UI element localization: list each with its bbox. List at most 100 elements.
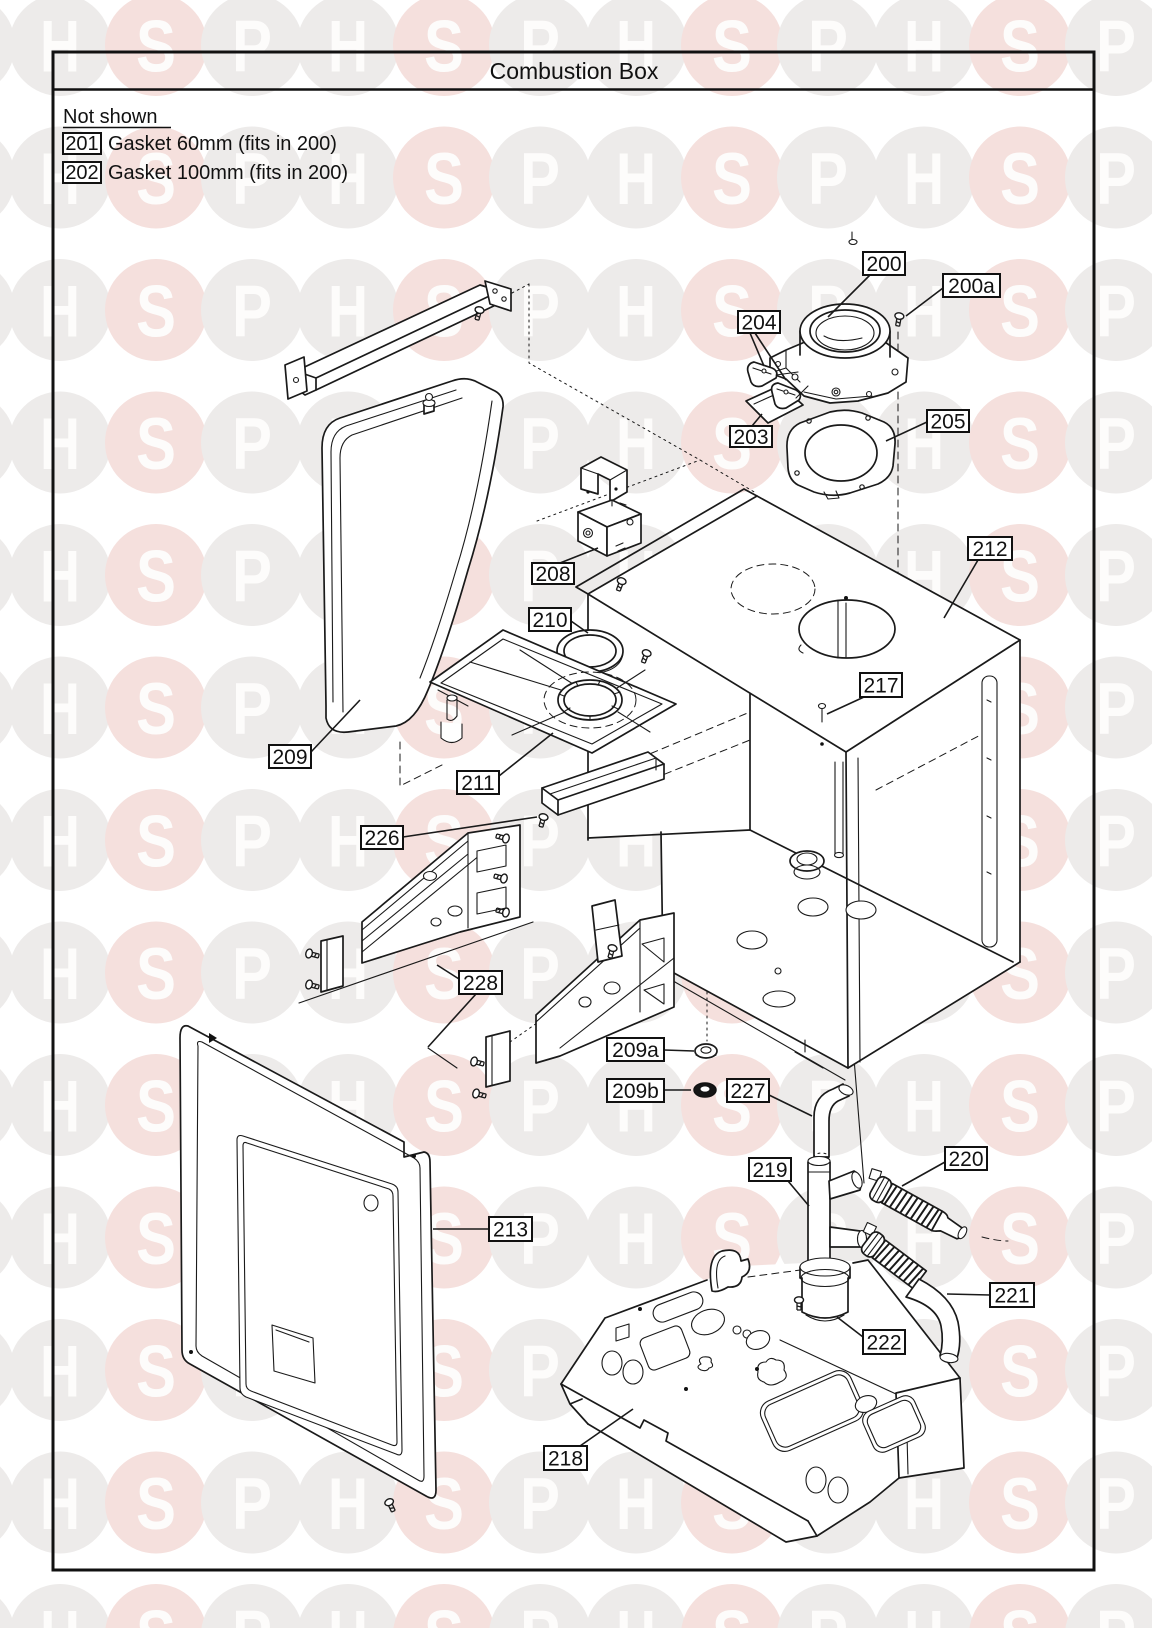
watermark-letter: S: [136, 801, 176, 882]
part-label-box: [726, 1078, 770, 1103]
not-shown-item-1: 201 Gasket 60mm (fits in 200): [62, 132, 337, 155]
part-label-227: 227: [726, 1078, 813, 1117]
watermark-circle: [9, 921, 111, 1024]
watermark-circle: [201, 259, 303, 361]
grommet-209a: [694, 1043, 718, 1059]
leader-line: [498, 732, 554, 777]
leader-line: [826, 696, 865, 715]
part-label-209: 209: [268, 699, 361, 769]
part-label-number: 228: [463, 972, 498, 995]
leader-line: [787, 1180, 810, 1207]
watermark-circle: [489, 126, 591, 229]
watermark-letter: H: [328, 139, 368, 220]
part-label-box: [926, 409, 970, 433]
watermark-letter: S: [1000, 1199, 1040, 1280]
watermark-circle: [201, 0, 303, 96]
part-label-200: 200: [827, 251, 906, 318]
watermark-letter: H: [40, 1331, 80, 1412]
watermark-letter: P: [1096, 934, 1136, 1015]
part-label-218: 218: [543, 1408, 634, 1471]
front-panel: [179, 1024, 437, 1514]
watermark-circle: [873, 1584, 975, 1628]
not-shown-item-id: 201: [65, 133, 98, 155]
watermark-circle: [969, 0, 1071, 96]
watermark-circle: [585, 126, 687, 229]
watermark-letter: S: [1000, 404, 1040, 485]
watermark-letter: H: [40, 1199, 80, 1280]
watermark-circle: [0, 406, 15, 479]
watermark-circle: [1065, 789, 1152, 891]
watermark-letter: S: [136, 404, 176, 485]
part-labels: 200200a204203205212208210217209211226228…: [268, 251, 1035, 1471]
watermark-letter: P: [232, 1464, 272, 1545]
part-label-number: 213: [493, 1219, 528, 1242]
watermark-circle: [393, 1584, 495, 1628]
watermark-letter: P: [808, 6, 848, 87]
watermark-circle: [0, 671, 15, 744]
watermark-circle: [681, 1584, 783, 1628]
part-label-box: [268, 744, 312, 769]
watermark-letter: P: [232, 1596, 272, 1628]
watermark-letter: P: [232, 669, 272, 750]
watermark-circle: [201, 921, 303, 1024]
hose-lower: [860, 1221, 961, 1364]
watermark-letter: P: [520, 1331, 560, 1412]
watermark-letter: H: [40, 801, 80, 882]
part-label-228: 228: [427, 964, 503, 1048]
watermark-circle: [873, 126, 975, 229]
watermark-letter: H: [904, 271, 944, 352]
watermark-circle: [1065, 524, 1152, 626]
watermark-letter: S: [1000, 271, 1040, 352]
sump-pot: [799, 1257, 851, 1322]
watermark-letter: S: [1000, 1464, 1040, 1545]
watermark-letter: P: [808, 139, 848, 220]
watermark-letter: S: [1000, 1596, 1040, 1628]
watermark-circle: [105, 259, 207, 361]
part-label-209a: 209a: [606, 1037, 695, 1062]
watermark-letter: S: [712, 139, 752, 220]
burner-plate: [429, 629, 677, 754]
not-shown-item-2: 202 Gasket 100mm (fits in 200): [62, 161, 348, 184]
part-label-number: 227: [730, 1080, 765, 1103]
watermark-letter: S: [1000, 139, 1040, 220]
watermark-letter: P: [808, 1596, 848, 1628]
leader-line: [749, 332, 765, 367]
watermark-letter: P: [520, 1464, 560, 1545]
watermark-circle: [201, 1584, 303, 1628]
part-label-220: 220: [901, 1146, 988, 1187]
watermark-circle: [105, 0, 207, 96]
watermark-circle: [1065, 1054, 1152, 1156]
page-frame: Combustion Box Not shown 201 Gasket 60mm…: [51, 50, 1096, 1572]
watermark-circle: [969, 391, 1071, 494]
watermark-letter: P: [1096, 669, 1136, 750]
watermark-letter: S: [136, 6, 176, 87]
grommet-209b: [693, 1082, 717, 1098]
part-label-box: [729, 425, 773, 448]
watermark-circle: [777, 126, 879, 229]
watermark-circle: [969, 1584, 1071, 1628]
leader-line: [836, 1316, 864, 1338]
hose-upper: [868, 1168, 1009, 1242]
watermark-letter: H: [616, 1199, 656, 1280]
watermark-letter: H: [328, 6, 368, 87]
watermark-letter: P: [520, 271, 560, 352]
part-label-box: [942, 273, 1001, 298]
part-label-212: 212: [943, 536, 1013, 619]
watermark-letter: H: [40, 1464, 80, 1545]
leader-line: [827, 274, 871, 318]
leader-line: [663, 1049, 695, 1052]
part-label-217: 217: [826, 672, 903, 715]
not-shown-item-id: 202: [65, 162, 98, 184]
watermark-circle: [969, 126, 1071, 229]
watermark-letter: H: [328, 1464, 368, 1545]
watermark-letter: H: [904, 1066, 944, 1147]
part-label-box: [528, 607, 572, 632]
watermark-letter: S: [136, 669, 176, 750]
watermark-circle: [105, 1584, 207, 1628]
u-bracket: [580, 456, 628, 503]
leader-line: [436, 964, 460, 980]
watermark-circle: [489, 1584, 591, 1628]
watermark-circle: [201, 126, 303, 229]
watermark-circle: [681, 1186, 783, 1289]
watermark-circle: [9, 524, 111, 626]
